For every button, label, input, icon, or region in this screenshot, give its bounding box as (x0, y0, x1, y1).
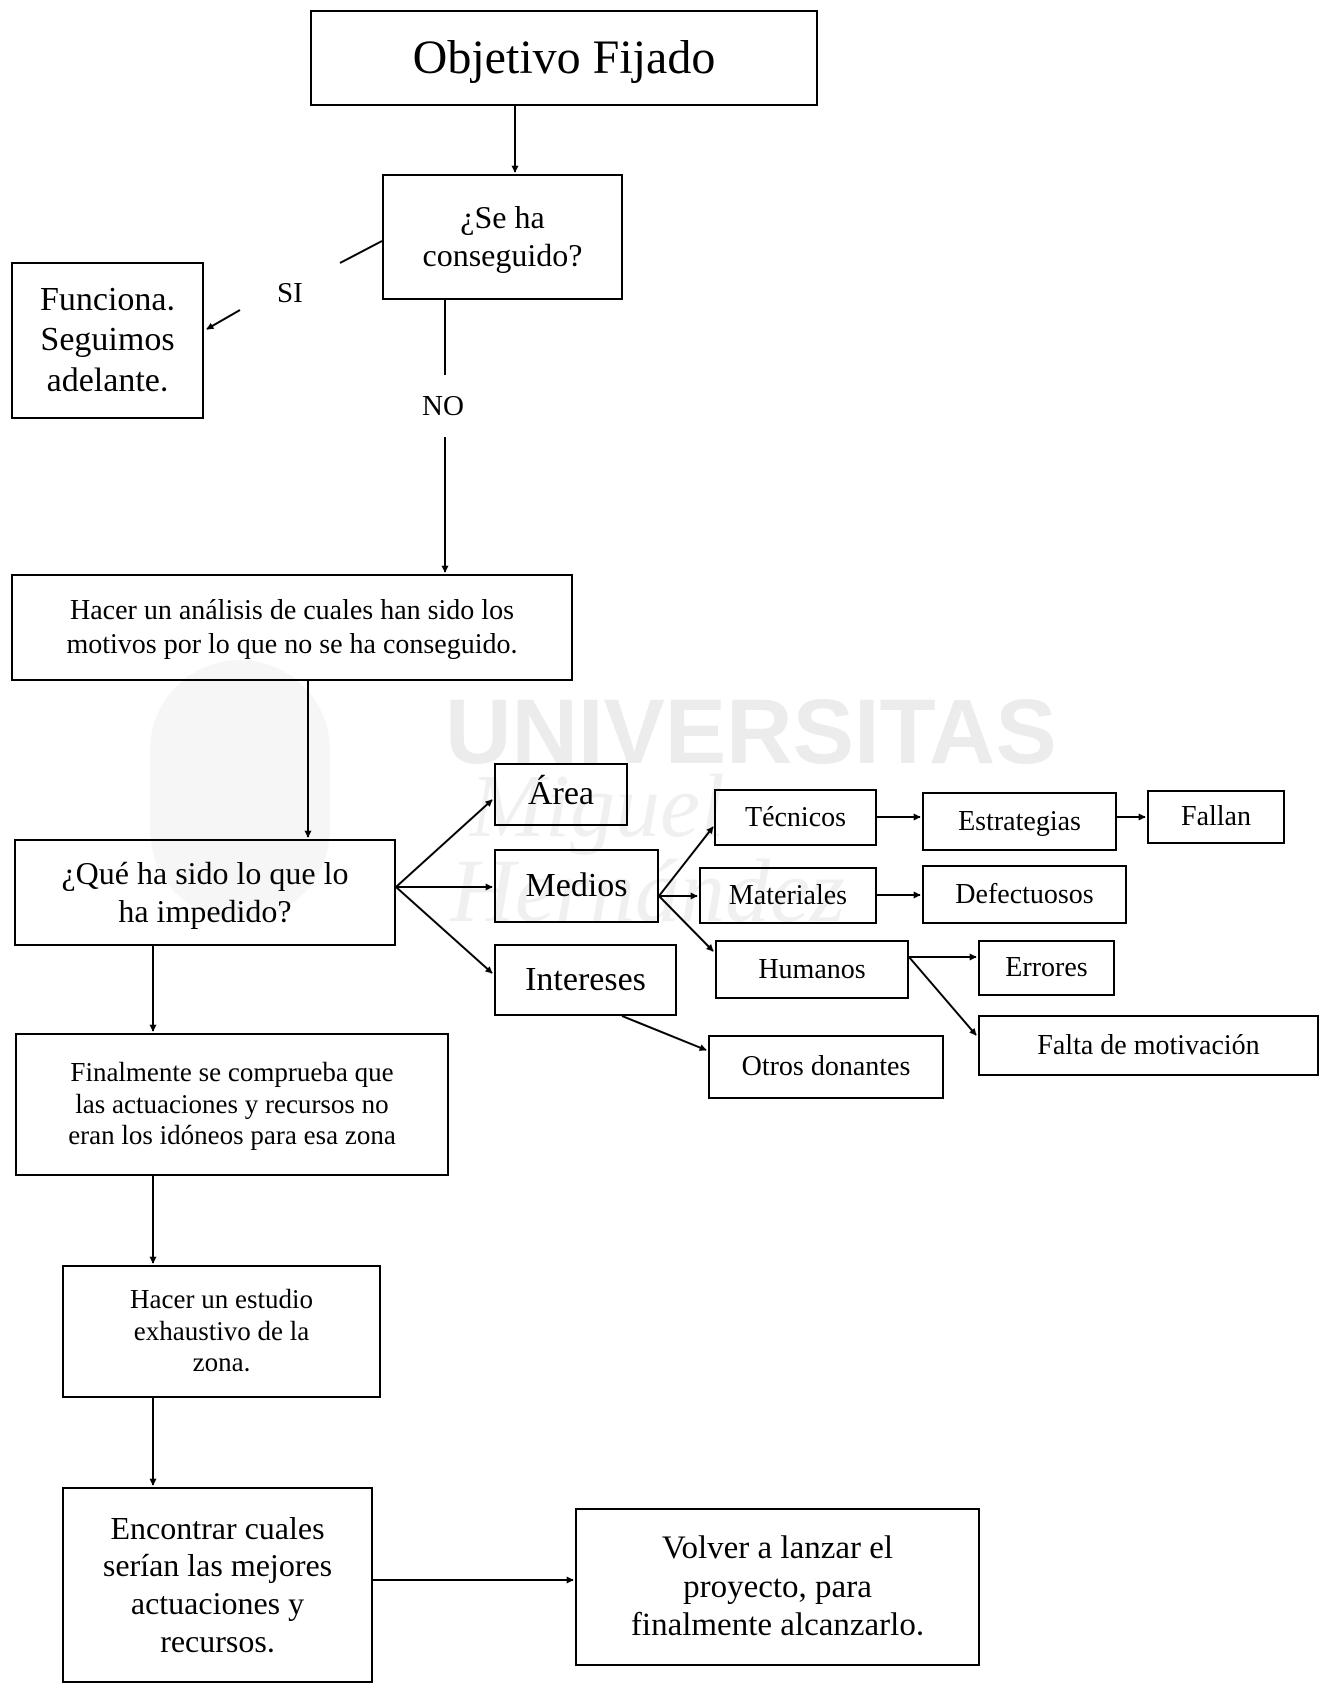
arrow-medios-tecnicos (658, 826, 714, 897)
watermark-hernandez: Hernández (450, 842, 845, 941)
arrow-impedido-intereses (395, 886, 493, 974)
watermark-logo (150, 660, 330, 920)
node-se-ha-conseguido: ¿Se ha conseguido? (382, 174, 623, 300)
watermark-miguel: Miguel (470, 757, 725, 856)
watermark-universitas: UNIVERSITAS (445, 681, 1057, 783)
node-tecnicos: Técnicos (714, 789, 877, 846)
label-no: NO (422, 390, 464, 422)
node-area: Área (494, 763, 628, 826)
node-volver: Volver a lanzar el proyecto, para finalm… (575, 1508, 980, 1666)
node-errores: Errores (978, 940, 1115, 996)
node-otros-donantes: Otros donantes (708, 1035, 944, 1099)
node-fallan: Fallan (1147, 790, 1285, 844)
node-defectuosos: Defectuosos (922, 865, 1127, 924)
node-que-ha-impedido: ¿Qué ha sido lo que lo ha impedido? (14, 839, 396, 946)
node-materiales: Materiales (699, 867, 877, 924)
node-estrategias: Estrategias (922, 792, 1117, 851)
node-funciona: Funciona. Seguimos adelante. (11, 262, 204, 419)
label-si: SI (277, 277, 303, 309)
arrow-si-funciona (206, 309, 241, 330)
node-encontrar: Encontrar cuales serían las mejores actu… (62, 1487, 373, 1683)
line-si-upper (339, 240, 383, 264)
node-analisis: Hacer un análisis de cuales han sido los… (11, 574, 573, 681)
node-intereses: Intereses (494, 944, 677, 1016)
node-falta-de-motivacion: Falta de motivación (978, 1015, 1319, 1076)
node-finalmente: Finalmente se comprueba que las actuacio… (15, 1033, 449, 1176)
arrow-humanos-falta (908, 956, 977, 1036)
arrow-intereses-otros (621, 1015, 707, 1051)
node-estudio: Hacer un estudio exhaustivo de la zona. (62, 1265, 381, 1398)
node-medios: Medios (494, 849, 659, 923)
arrow-medios-humanos (658, 895, 714, 952)
node-humanos: Humanos (715, 940, 909, 999)
node-objetivo-fijado: Objetivo Fijado (310, 10, 818, 106)
arrow-impedido-area (395, 799, 493, 888)
